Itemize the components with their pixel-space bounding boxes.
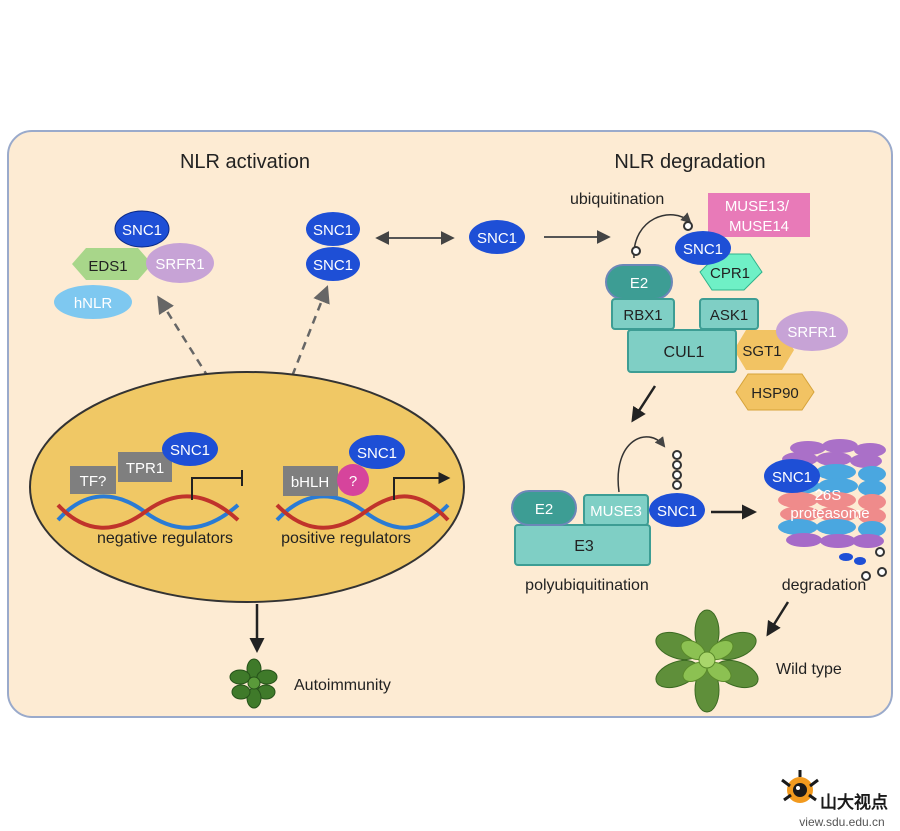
ubiquitin-dot-top (683, 221, 693, 231)
ubiquitin-chain (672, 450, 682, 490)
sgt1-shape (734, 330, 794, 370)
e3-label: E3 (574, 538, 594, 555)
snc1-label: SNC1 (122, 222, 162, 239)
snc1-monomer-label: SNC1 (477, 230, 517, 247)
degraded-fragments (839, 547, 887, 581)
scf-to-poly-arrow (631, 385, 657, 423)
ask1-label: ASK1 (710, 307, 748, 324)
proteasome-line2: proteasome (790, 505, 869, 522)
cpr1-label: CPR1 (710, 265, 750, 282)
degradation-label: degradation (782, 577, 867, 594)
e2-scf-label: E2 (630, 275, 648, 292)
srfr1-scf-shape (776, 311, 848, 351)
wildtype-label: Wild type (776, 661, 842, 678)
rbx1-label: RBX1 (623, 307, 662, 324)
snc1-dimer-bottom (306, 247, 360, 281)
bhlh-box (283, 466, 338, 496)
snc1-neg-shape (162, 432, 218, 466)
srfr1-scf-label: SRFR1 (787, 324, 836, 341)
hsp90-label: HSP90 (751, 385, 799, 402)
snc1-dimer-top (306, 212, 360, 246)
tpr1-label: TPR1 (126, 460, 164, 477)
autoimmune-plant-icon (229, 658, 278, 709)
nucleus (29, 371, 465, 603)
dna-positive (275, 494, 450, 530)
snc1-neg-label: SNC1 (170, 442, 210, 459)
dna-negative (56, 494, 240, 530)
snc1-scf-label: SNC1 (683, 241, 723, 258)
sgt1-label: SGT1 (742, 343, 781, 360)
cul1-label: CUL1 (664, 344, 705, 361)
hnlr-shape (54, 285, 132, 319)
cul1-box (627, 329, 737, 373)
srfr1-label: SRFR1 (155, 256, 204, 273)
wildtype-plant-icon (655, 609, 759, 713)
ubiquitination-label: ubiquitination (570, 191, 664, 208)
srfr1-shape (146, 243, 214, 283)
eds1-shape (72, 248, 152, 280)
snc1-dimer-top-label: SNC1 (313, 222, 353, 239)
e3-box (514, 524, 651, 566)
proteasome-line1: 26S (815, 487, 842, 504)
watermark-logo: 山大视点 view.sdu.edu.cn (781, 770, 888, 829)
negative-regulators-label: negative regulators (97, 530, 233, 547)
watermark-eye-icon (781, 770, 819, 803)
degradation-to-wildtype-arrow (766, 601, 790, 637)
autoimmunity-label: Autoimmunity (294, 677, 391, 694)
snc1-shape (114, 210, 170, 248)
title-nlr-activation: NLR activation (180, 151, 310, 173)
polyubiquitination-label: polyubiquitination (525, 577, 649, 594)
muse3-box (583, 494, 649, 526)
ubiquitin-dot-e2 (631, 246, 641, 256)
poly-curved-arrow (617, 436, 666, 493)
snc1-eds1-srfr1-complex: EDS1 SRFR1 SNC1 hNLR (54, 210, 214, 319)
repression-symbol (191, 477, 242, 500)
proteasome-label: 26S proteasome (790, 487, 869, 522)
muse13-label: MUSE13/ MUSE14 (725, 198, 793, 235)
snc1-poly-label: SNC1 (657, 503, 697, 520)
muse3-label: MUSE3 (590, 503, 642, 520)
snc1-scf-shape (675, 231, 731, 265)
activation-arrow (393, 472, 451, 500)
title-nlr-degradation: NLR degradation (614, 151, 765, 173)
snc1-monomer (469, 220, 525, 254)
dashed-arrow-right (274, 285, 330, 417)
snc1-pos-label: SNC1 (357, 445, 397, 462)
tpr1-box (118, 452, 172, 482)
question-shape (337, 464, 369, 496)
e2-poly-shape (511, 490, 577, 526)
snc1-proteasome-label: SNC1 (772, 469, 812, 486)
snc1-dimer: SNC1 SNC1 (306, 212, 360, 281)
bhlh-label: bHLH (291, 474, 329, 491)
positive-regulators-label: positive regulators (281, 530, 411, 547)
snc1-pos-shape (349, 435, 405, 469)
snc1-proteasome-shape (764, 459, 820, 493)
hsp90-shape (735, 373, 815, 411)
muse13-line2: MUSE14 (729, 218, 789, 235)
e2-poly-label: E2 (535, 501, 553, 518)
watermark-cn: 山大视点 (820, 792, 888, 812)
tf-box (70, 466, 116, 494)
snc1-poly-shape (649, 493, 705, 527)
question-label: ? (349, 473, 357, 490)
hnlr-label: hNLR (74, 295, 113, 312)
snc1-dimer-bottom-label: SNC1 (313, 257, 353, 274)
eds1-label: EDS1 (88, 258, 127, 275)
tf-label: TF? (80, 473, 107, 490)
watermark-url: view.sdu.edu.cn (799, 815, 884, 829)
muse13-box (708, 193, 810, 237)
muse13-line1: MUSE13/ (725, 198, 790, 215)
